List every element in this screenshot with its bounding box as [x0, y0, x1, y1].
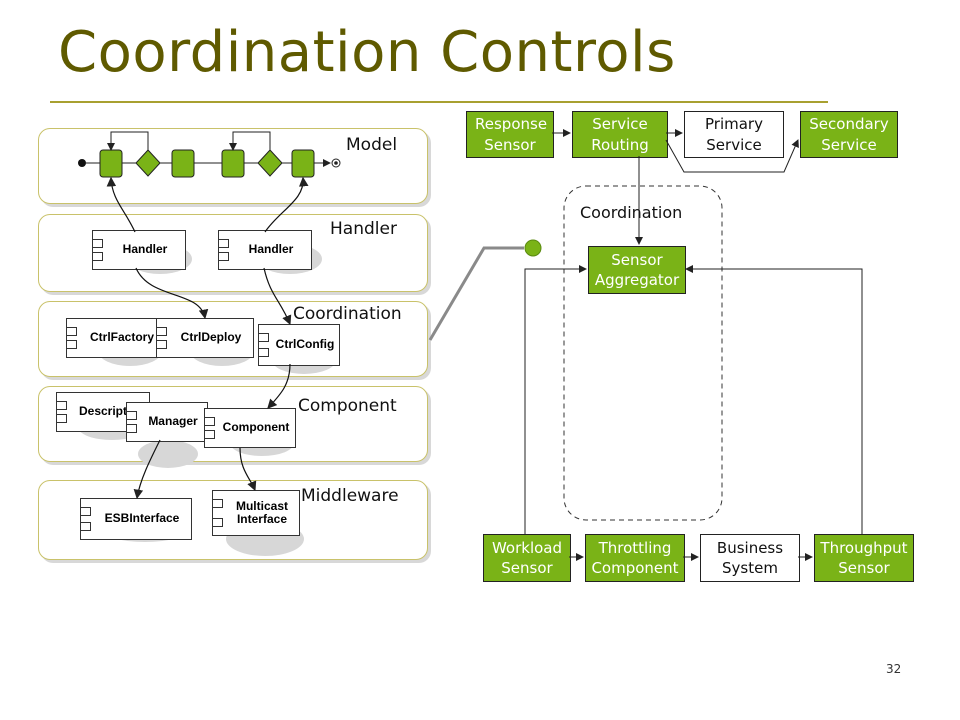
model-decision-2	[257, 149, 283, 177]
right-connectors	[524, 129, 863, 561]
layer-connectors	[106, 176, 309, 500]
response-sensor-box: Response Sensor	[466, 111, 554, 158]
handler-component-2: Handler	[218, 230, 312, 270]
ctrldeploy-component: CtrlDeploy	[156, 318, 254, 358]
middleware-layer-label: Middleware	[301, 486, 399, 506]
end-node	[334, 161, 338, 165]
throttling-component-box: Throttling Component	[585, 534, 685, 582]
manager-component: Manager	[126, 402, 208, 442]
throughput-sensor-box: Throughput Sensor	[814, 534, 914, 582]
slide-title: Coordination Controls	[58, 20, 676, 85]
primary-service-box: Primary Service	[684, 111, 784, 158]
start-node	[78, 159, 86, 167]
model-activity-1	[99, 149, 123, 178]
model-activity-4	[291, 149, 315, 178]
handler-component-1: Handler	[92, 230, 186, 270]
handler-layer-label: Handler	[330, 219, 397, 239]
model-activity-3	[221, 149, 245, 178]
model-decision-1	[135, 149, 161, 177]
coordination-layer-label: Coordination	[293, 304, 402, 324]
component-layer-label: Component	[298, 396, 397, 416]
component-component: Component	[204, 408, 296, 448]
manager-shadow	[138, 440, 198, 468]
model-activity-2	[171, 149, 195, 178]
model-layer-label: Model	[346, 135, 398, 155]
ctrlfactory-component: CtrlFactory	[66, 318, 166, 358]
esbinterface-component: ESBInterface	[80, 498, 192, 540]
service-routing-box: Service Routing	[572, 111, 668, 158]
callout-line	[428, 246, 524, 341]
ctrlconfig-component: CtrlConfig	[258, 324, 340, 366]
secondary-service-box: Secondary Service	[800, 111, 898, 158]
callout-dot	[524, 239, 542, 257]
coordination-region-label: Coordination	[580, 203, 683, 222]
coordination-region	[563, 185, 723, 521]
workload-sensor-box: Workload Sensor	[483, 534, 571, 582]
slide-number: 32	[886, 662, 902, 676]
business-system-box: Business System	[700, 534, 800, 582]
sensor-aggregator-box: Sensor Aggregator	[588, 246, 686, 294]
model-workflow	[78, 131, 341, 178]
title-underline	[50, 101, 828, 103]
